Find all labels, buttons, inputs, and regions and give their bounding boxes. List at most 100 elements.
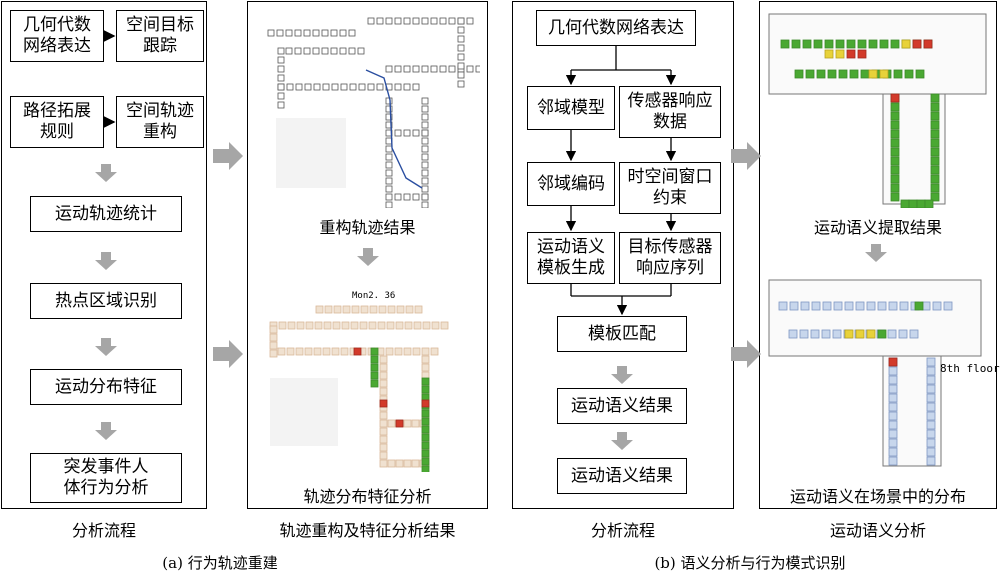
trajectory-cell [385, 193, 393, 201]
trajectory-cell [421, 161, 429, 169]
trajectory-cell [394, 193, 402, 201]
trajectory-cell [303, 29, 311, 37]
heat-cell-green [421, 409, 430, 418]
trajectory-cell [304, 83, 312, 91]
trajectory-cell [421, 113, 429, 121]
semantic-cell [824, 39, 834, 49]
trajectory-cell [348, 29, 356, 37]
heat-cell [387, 459, 396, 468]
trajectory-cell [457, 26, 465, 34]
trajectory-cell [303, 47, 311, 55]
semantic-cell [890, 111, 900, 121]
trajectory-cell [457, 53, 465, 61]
node-template-match: 模板匹配 [557, 316, 687, 352]
semantic-cell-blue [888, 393, 898, 403]
trajectory-cell [475, 65, 480, 73]
semantic-cell [890, 39, 900, 49]
heat-cell [379, 387, 388, 396]
heat-cell [351, 305, 360, 314]
heat-cell [412, 347, 421, 356]
trajectory-cell [277, 56, 285, 64]
heat-cell-green [421, 385, 430, 394]
trajectory-cell [421, 17, 429, 25]
node-c-geometric-algebra: 几何代数网络表达 [536, 10, 696, 46]
trajectory-cell [421, 201, 429, 208]
trajectory-cell [339, 47, 347, 55]
heat-cell [414, 305, 423, 314]
heat-cell [396, 305, 405, 314]
trajectory-cell [430, 17, 438, 25]
heat-cell [315, 305, 324, 314]
trajectory-cell [330, 47, 338, 55]
heat-cell [422, 321, 431, 330]
semantic-cell [930, 129, 940, 139]
heat-cell [395, 321, 404, 330]
node-target-sequence: 目标传感器 响应序列 [619, 232, 721, 284]
heat-cell-green [370, 379, 379, 388]
heat-cell [269, 325, 278, 334]
semantic-cell [890, 183, 900, 193]
semantic-cell-yellow [879, 69, 889, 79]
semantic-cell-blue [888, 429, 898, 439]
semantic-cell-blue [778, 301, 788, 311]
trajectory-cell [321, 29, 329, 37]
floor-outline [768, 279, 982, 357]
heat-cell [377, 321, 386, 330]
semantic-cell-blue [789, 301, 799, 311]
node-distribution: 运动分布特征 [30, 369, 182, 405]
heat-cell [269, 341, 278, 350]
semantic-cell [849, 69, 859, 79]
node-geometric-algebra: 几何代数 网络表达 [10, 10, 104, 62]
trajectory-cell [421, 153, 429, 161]
semantic-cell [893, 69, 903, 79]
trajectory-cell [466, 65, 474, 73]
node-trajectory-reconstruct: 空间轨迹 重构 [116, 96, 204, 148]
trajectory-cell [294, 29, 302, 37]
semantic-cell-blue [888, 402, 898, 412]
heat-cell [324, 305, 333, 314]
heat-cell-red [353, 347, 362, 356]
trajectory-cell [457, 35, 465, 43]
trajectory-cell [312, 29, 320, 37]
heat-cell-green [421, 457, 430, 466]
trajectory-cell [358, 83, 366, 91]
trajectory-cell [421, 129, 429, 137]
semantic-cell [794, 69, 804, 79]
node-target-tracking: 空间目标 跟踪 [116, 10, 204, 62]
heat-cell-green [370, 347, 379, 356]
node-hotspot: 热点区域识别 [30, 283, 182, 319]
semantic-cell [791, 39, 801, 49]
heat-cell [405, 305, 414, 314]
node-result-2: 运动语义结果 [557, 458, 687, 494]
heat-cell [332, 321, 341, 330]
semantic-cell-blue [866, 301, 876, 311]
semantic-cell-blue [932, 301, 942, 311]
heat-cell [278, 321, 287, 330]
panel-b-footer: 轨迹重构及特征分析结果 [279, 521, 456, 540]
trajectory-cell [385, 169, 393, 177]
semantic-cell [860, 69, 870, 79]
node-neighborhood-model: 邻域模型 [527, 86, 615, 130]
trajectory-cell [421, 177, 429, 185]
heat-cell [379, 451, 388, 460]
semantic-distribution-image [765, 272, 990, 472]
trajectory-cell [421, 105, 429, 113]
panel-d-caption-bottom: 运动语义在场景中的分布 [789, 487, 966, 506]
heat-cell [403, 347, 412, 356]
trajectory-cell [285, 29, 293, 37]
semantic-cell [879, 39, 889, 49]
trajectory-cell [394, 83, 402, 91]
node-neighborhood-coding: 邻域编码 [527, 162, 615, 206]
semantic-cell [890, 156, 900, 166]
semantic-cell-yellow [901, 39, 911, 49]
node-result-1: 运动语义结果 [557, 388, 687, 424]
heat-cell-green [421, 433, 430, 442]
heat-cell [379, 443, 388, 452]
semantic-cell [868, 39, 878, 49]
heat-cell-green [421, 377, 430, 386]
semantic-cell-blue [899, 301, 909, 311]
semantic-cell [915, 69, 925, 79]
semantic-cell [890, 192, 900, 202]
trajectory-cell [439, 65, 447, 73]
heat-cell-green [421, 441, 430, 450]
